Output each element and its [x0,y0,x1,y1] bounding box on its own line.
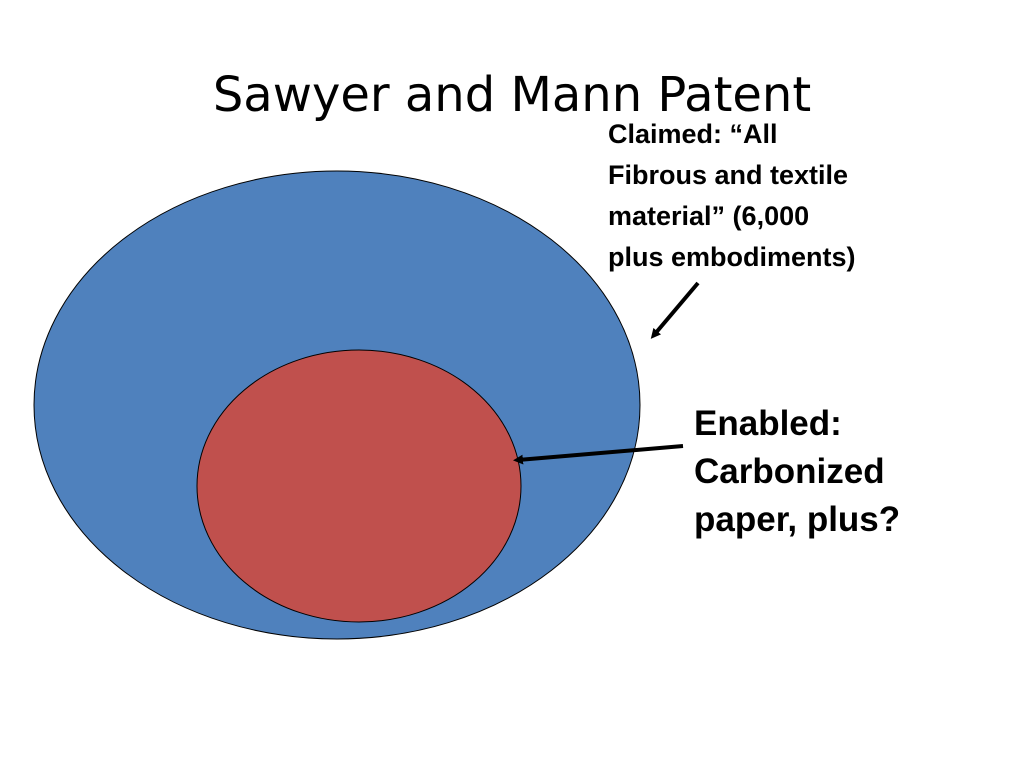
enabled-label-line: paper, plus? [694,496,994,544]
claimed-label-line: Claimed: “All [608,114,928,155]
claimed-label-line: material” (6,000 [608,196,928,237]
enabled-label-line: Enabled: [694,400,994,448]
enabled-label: Enabled: Carbonized paper, plus? [694,400,994,544]
claimed-arrow [654,283,698,335]
claimed-label-line: Fibrous and textile [608,155,928,196]
enabled-set-ellipse [197,350,521,622]
claimed-label: Claimed: “All Fibrous and textile materi… [608,114,928,278]
claimed-label-line: plus embodiments) [608,237,928,278]
enabled-label-line: Carbonized [694,448,994,496]
